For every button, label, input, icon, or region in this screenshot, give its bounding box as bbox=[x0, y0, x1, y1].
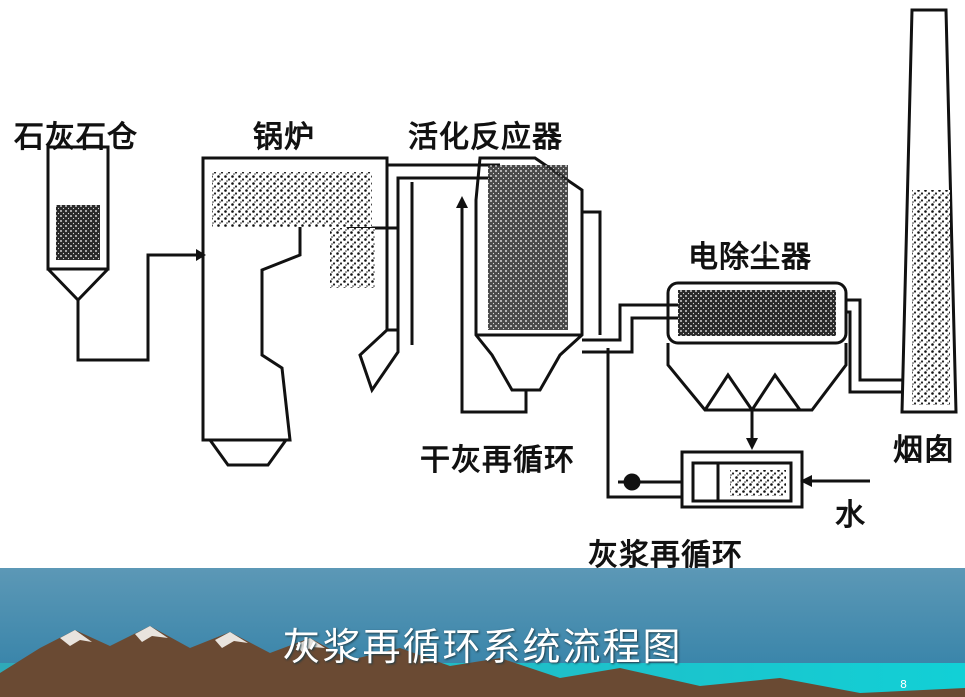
dry-ash-recirculation-label: 干灰再循环 bbox=[420, 443, 575, 478]
water-label: 水 bbox=[835, 498, 866, 533]
diagram-canvas bbox=[46, 8, 958, 509]
slurry-tank bbox=[680, 450, 804, 509]
activation-reactor-label: 活化反应器 bbox=[408, 120, 563, 155]
activation-reactor bbox=[474, 156, 584, 392]
footer-background bbox=[0, 568, 965, 697]
dry-ash-arrow bbox=[456, 196, 468, 208]
chimney bbox=[900, 8, 958, 414]
slurry-return-line bbox=[606, 348, 682, 499]
esp-to-tank-arrow bbox=[746, 438, 758, 450]
slurry-pump bbox=[623, 473, 641, 491]
slide-title: 灰浆再循环系统流程图 bbox=[282, 625, 683, 669]
esp-label: 电除尘器 bbox=[688, 240, 812, 275]
mountain-range bbox=[0, 626, 965, 697]
esp-chimney-duct bbox=[846, 298, 902, 394]
boiler-label: 锅炉 bbox=[253, 120, 315, 155]
boiler-reactor-duct bbox=[385, 163, 500, 345]
feed-line bbox=[76, 253, 196, 362]
limestone-silo bbox=[46, 145, 110, 303]
chimney-label: 烟囱 bbox=[893, 433, 955, 468]
footer-banner: 灰浆再循环系统流程图 bbox=[0, 568, 965, 697]
water-arrow bbox=[800, 475, 812, 487]
dry-ash-loop bbox=[460, 200, 528, 414]
limestone-silo-label: 石灰石仓 bbox=[14, 120, 138, 155]
feed-arrow bbox=[196, 249, 206, 261]
slurry-recirculation-label: 灰浆再循环 bbox=[588, 538, 743, 573]
page-number: 8 bbox=[900, 678, 907, 691]
boiler bbox=[201, 156, 400, 467]
reactor-esp-duct bbox=[582, 210, 680, 354]
electrostatic-precipitator bbox=[666, 281, 848, 413]
